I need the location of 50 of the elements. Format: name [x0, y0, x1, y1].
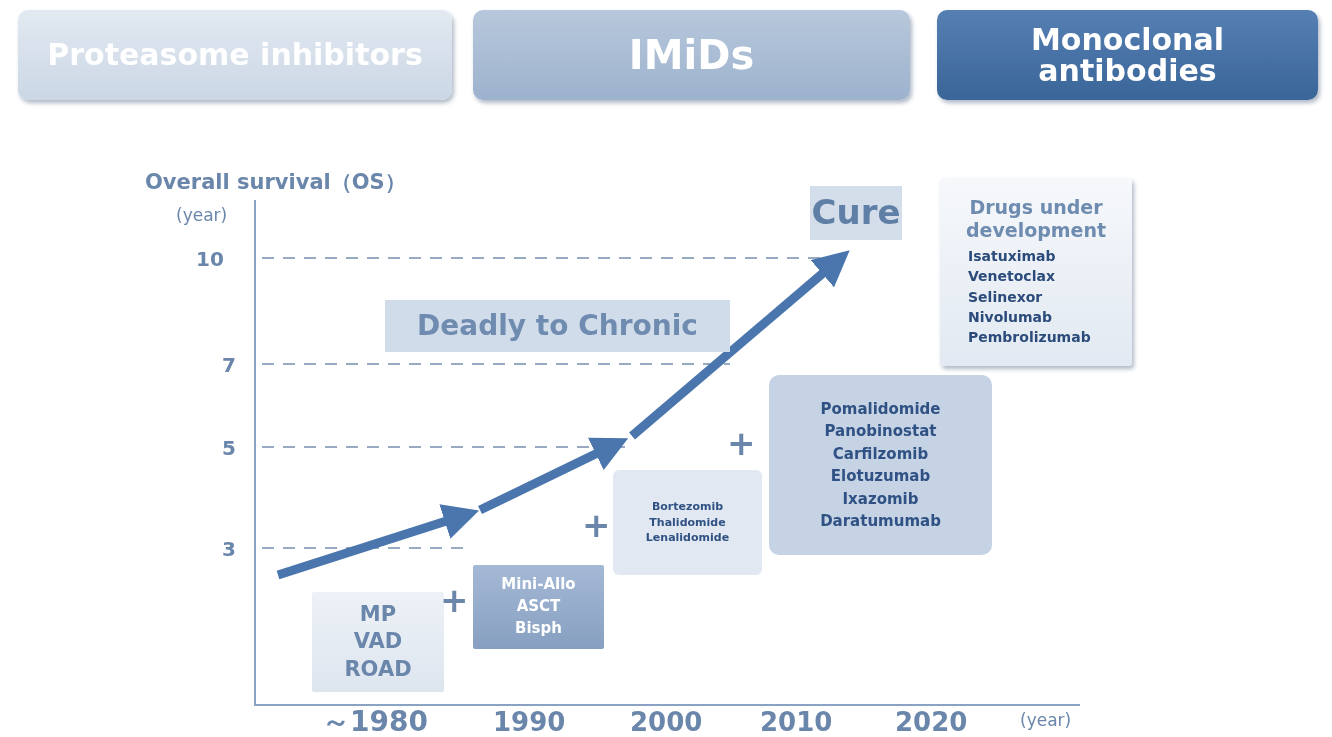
- plus-sign: +: [440, 580, 469, 620]
- heading-text: IMiDs: [628, 34, 755, 76]
- treatment-name: MP: [359, 601, 397, 629]
- drug-name: Nivolumab: [967, 307, 1053, 327]
- drug-name: Pomalidomide: [820, 398, 941, 420]
- treatment-name: VAD: [353, 628, 403, 656]
- treatment-name: ROAD: [344, 655, 412, 683]
- drug-name: Carfilzomib: [832, 443, 929, 465]
- axis-unit: (year): [1020, 710, 1072, 730]
- heading-text: Monoclonal antibodies: [1030, 23, 1225, 87]
- tick-label: 7: [222, 353, 236, 377]
- treatment-name: Bisph: [515, 617, 562, 639]
- goal-box: [810, 186, 902, 240]
- trend-label-box: [385, 300, 730, 352]
- category-banner: [473, 10, 910, 100]
- tick-label: 2020: [895, 707, 968, 737]
- tick-label: 3: [222, 537, 236, 561]
- drug-name: Thalidomide: [649, 514, 726, 531]
- treatment-name: Mini-Allo: [501, 574, 576, 596]
- plus-sign: +: [582, 505, 611, 545]
- drug-name: Pembrolizumab: [967, 328, 1091, 348]
- tick-label: 5: [222, 436, 236, 460]
- drug-name: Ixazomib: [842, 488, 919, 510]
- tick-label: 10: [196, 247, 224, 271]
- drug-list-card: [769, 375, 992, 555]
- drug-name: Elotuzumab: [830, 466, 931, 487]
- drug-name: Bortezomib: [651, 498, 724, 515]
- drug-list-card: [940, 178, 1132, 366]
- tick-label: 2000: [630, 707, 703, 737]
- treatment-box: [473, 565, 604, 649]
- heading-text: Cure: [811, 194, 901, 232]
- category-banner: [937, 10, 1318, 100]
- treatment-box: [312, 592, 444, 692]
- drug-name: Panobinostat: [824, 421, 937, 442]
- plus-sign: +: [727, 423, 756, 463]
- tick-label: 1990: [493, 707, 566, 737]
- drug-name: Isatuximab: [967, 247, 1056, 267]
- category-banner: [18, 10, 452, 100]
- drug-name: Venetoclax: [967, 267, 1055, 287]
- tick-label: ～1980: [322, 704, 428, 737]
- axis-title: Overall survival（OS）: [145, 169, 406, 196]
- heading-text: Deadly to Chronic: [417, 310, 698, 342]
- drug-name: Daratumumab: [820, 511, 941, 532]
- tick-label: 2010: [760, 707, 833, 737]
- treatment-name: ASCT: [516, 596, 561, 618]
- drug-name: Lenalidomide: [645, 530, 730, 547]
- card-heading: Drugs under development: [964, 196, 1108, 243]
- drug-name: Selinexor: [967, 287, 1043, 307]
- drug-list-card: [613, 470, 762, 575]
- axis-unit: (year): [176, 205, 228, 225]
